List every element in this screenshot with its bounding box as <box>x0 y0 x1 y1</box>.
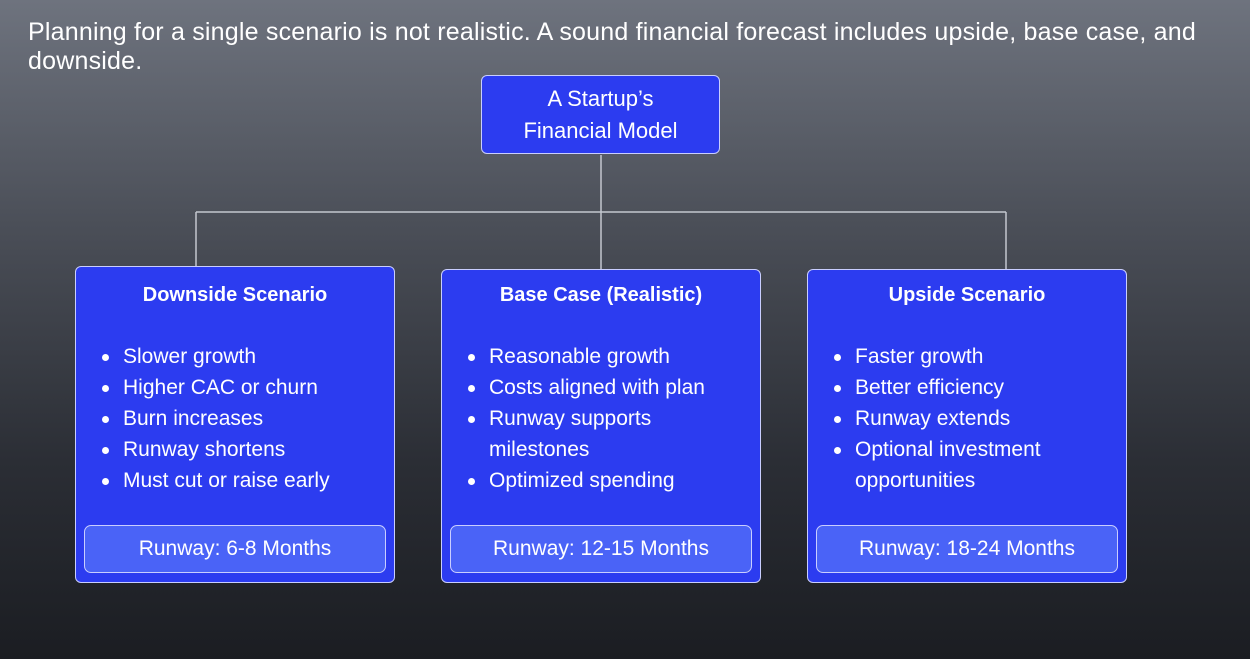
bullet-item: Optimized spending <box>464 465 750 496</box>
bullet-item: Reasonable growth <box>464 341 750 372</box>
downside-scenario-card: Downside Scenario Slower growth Higher C… <box>75 266 395 583</box>
bullet-list: Slower growth Higher CAC or churn Burn i… <box>98 341 384 496</box>
bullet-item: Must cut or raise early <box>98 465 384 496</box>
root-node-financial-model: A Startup’s Financial Model <box>481 75 720 154</box>
root-node-line2: Financial Model <box>523 117 678 143</box>
base-case-card: Base Case (Realistic) Reasonable growth … <box>441 269 761 583</box>
bullet-list: Reasonable growth Costs aligned with pla… <box>464 341 750 496</box>
root-node-line1: A Startup’s <box>547 85 654 111</box>
upside-scenario-card: Upside Scenario Faster growth Better eff… <box>807 269 1127 583</box>
intro-text: Planning for a single scenario is not re… <box>28 18 1196 75</box>
bullet-item: Faster growth <box>830 341 1116 372</box>
card-title: Downside Scenario <box>142 284 328 306</box>
bullet-item: Runway supports milestones <box>464 403 750 465</box>
bullet-item: Better efficiency <box>830 372 1116 403</box>
runway-badge: Runway: 18-24 Months <box>816 525 1118 573</box>
bullet-item: Runway shortens <box>98 434 384 465</box>
bullet-item: Higher CAC or churn <box>98 372 384 403</box>
bullet-list: Faster growth Better efficiency Runway e… <box>830 341 1116 496</box>
bullet-item: Optional investment opportunities <box>830 434 1116 496</box>
runway-badge: Runway: 6-8 Months <box>84 525 386 573</box>
card-title: Base Case (Realistic) <box>499 284 703 306</box>
runway-badge: Runway: 12-15 Months <box>450 525 752 573</box>
bullet-item: Slower growth <box>98 341 384 372</box>
card-title: Upside Scenario <box>888 284 1046 306</box>
bullet-item: Costs aligned with plan <box>464 372 750 403</box>
bullet-item: Runway extends <box>830 403 1116 434</box>
bullet-item: Burn increases <box>98 403 384 434</box>
